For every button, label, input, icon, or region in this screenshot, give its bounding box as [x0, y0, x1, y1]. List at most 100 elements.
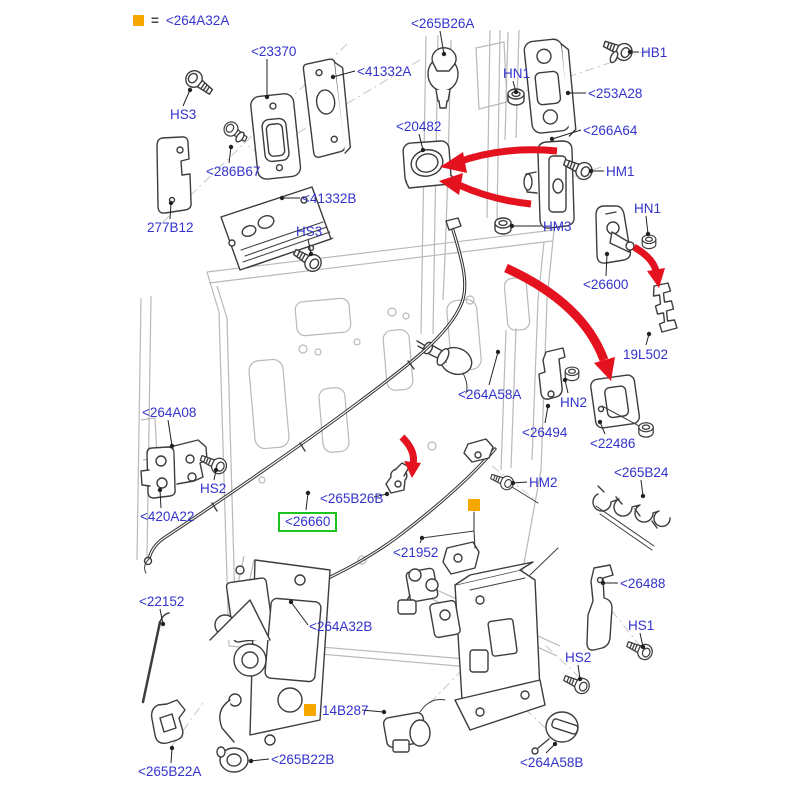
part-label-265b26b[interactable]: <265B26B	[320, 491, 384, 506]
part-label-hn1-a: HN1	[503, 66, 531, 81]
leader-lines	[157, 30, 652, 764]
part-lock-actuator-drawing	[429, 541, 559, 731]
legend-part-label[interactable]: <264A32A	[165, 13, 230, 28]
leader-dot-264a32b	[288, 599, 294, 605]
leader-dot-265b22a	[169, 745, 175, 751]
leader-dot-hs2-a	[213, 467, 219, 473]
leader-dot-hn1-b	[645, 231, 651, 237]
part-label-265b22a[interactable]: <265B22A	[138, 764, 202, 779]
leader-line-277b12	[169, 202, 172, 220]
part-label-20482[interactable]: <20482	[396, 119, 442, 134]
leader-dot-265b26b	[384, 491, 390, 497]
part-label-hs1: HS1	[628, 618, 655, 633]
leader-dot-hn2	[562, 377, 568, 383]
part-label-hs2-b: HS2	[565, 650, 592, 665]
leader-dot-hb1	[627, 49, 633, 55]
part-label-26494[interactable]: <26494	[522, 425, 568, 440]
part-label-hs2-a: HS2	[200, 481, 227, 496]
legend-marker-square	[133, 15, 144, 26]
leader-dot-277b12	[168, 200, 174, 206]
part-label-hn1-b: HN1	[634, 201, 662, 216]
leader-dot-hs2-b	[577, 676, 583, 682]
part-264a08-hinge-drawing	[140, 439, 208, 499]
leader-dot-253a28	[565, 90, 571, 96]
part-23370-drawing	[250, 93, 302, 180]
leader-line-22152	[159, 608, 164, 625]
part-266a64-drawing	[523, 140, 575, 229]
part-264a58b-knob-drawing	[531, 711, 579, 755]
part-label-26488[interactable]: <26488	[620, 576, 666, 591]
leader-dot-41332b	[279, 195, 285, 201]
part-label-264a08[interactable]: <264A08	[142, 405, 197, 420]
part-label-hn2: HN2	[560, 395, 588, 410]
red-routing-arrows	[399, 146, 665, 478]
part-label-26600[interactable]: <26600	[583, 277, 629, 292]
leader-dot-265b22b	[248, 758, 254, 764]
part-label-hm2: HM2	[529, 475, 558, 490]
leader-dot-264a58b	[552, 741, 558, 747]
leader-line-hm2	[512, 481, 528, 484]
part-label-265b22b[interactable]: <265B22B	[271, 752, 335, 767]
leader-line-26600	[605, 253, 608, 277]
leader-line-hs1	[639, 632, 644, 648]
part-label-420a22[interactable]: <420A22	[140, 509, 195, 524]
part-label-266a64[interactable]: <266A64	[583, 123, 638, 138]
part-label-41332a[interactable]: <41332A	[357, 64, 412, 79]
leader-dot-286b67	[228, 144, 234, 150]
part-label-hs3-a: HS3	[170, 107, 197, 122]
leader-dot-hs3-a	[187, 87, 193, 93]
part-265b26b-clip-drawing	[385, 462, 410, 494]
part-26600-drawing	[595, 205, 635, 264]
leader-line-265b22a	[170, 747, 173, 764]
part-41332a-drawing	[302, 58, 352, 158]
part-26494-drawing	[538, 347, 566, 400]
leader-dot-14b287	[381, 709, 387, 715]
part-label-264a58b[interactable]: <264A58B	[520, 755, 584, 770]
leader-line-265b24	[640, 479, 644, 497]
part-label-21952[interactable]: <21952	[393, 545, 439, 560]
leader-line-265b26a	[439, 30, 445, 55]
leader-dot-hm3	[509, 223, 515, 229]
part-label-14b287: 14B287	[322, 703, 369, 718]
part-label-hs3-b: HS3	[296, 224, 323, 239]
part-label-253a28[interactable]: <253A28	[588, 86, 643, 101]
part-label-hm1: HM1	[606, 164, 635, 179]
leader-dot-420a22	[157, 487, 163, 493]
leader-dot-265b24	[640, 493, 646, 499]
leader-line-264a08	[167, 419, 173, 447]
leader-line-hs3-b	[307, 238, 312, 255]
leader-dot-26494	[545, 403, 551, 409]
part-label-22486[interactable]: <22486	[590, 436, 636, 451]
leader-dot-hn1-a	[513, 89, 519, 95]
leader-dot-20482	[420, 147, 426, 153]
part-label-264a58a[interactable]: <264A58A	[458, 387, 522, 402]
leader-line-41332a	[332, 70, 356, 78]
part-253a28-drawing	[523, 38, 577, 137]
part-label-265b26a[interactable]: <265B26A	[411, 16, 475, 31]
part-label-22152[interactable]: <22152	[139, 594, 185, 609]
part-14b287-actuator-drawing	[382, 699, 446, 753]
leader-line-hs3-a	[182, 89, 191, 107]
part-label-26660[interactable]: <26660	[278, 512, 338, 532]
part-label-286b67[interactable]: <286B67	[206, 164, 261, 179]
leader-dot-19l502	[646, 331, 652, 337]
part-label-19l502: 19L502	[623, 347, 669, 362]
leader-line-hn2	[564, 379, 569, 394]
leader-dot-hs3-b	[308, 251, 314, 257]
part-26660-cable-drawing	[143, 217, 497, 590]
part-264a32b-latch-drawing	[141, 559, 331, 746]
leader-dot-22152	[160, 621, 166, 627]
leader-line-420a22	[159, 489, 162, 509]
part-label-41332b[interactable]: <41332B	[302, 191, 357, 206]
part-label-264a32b[interactable]: <264A32B	[309, 619, 373, 634]
part-label-23370[interactable]: <23370	[251, 44, 297, 59]
leader-dot-266a64	[549, 136, 555, 142]
leader-line-hn1-b	[645, 215, 649, 235]
part-label-265b24[interactable]: <265B24	[614, 465, 669, 480]
leader-dot-22486	[597, 419, 603, 425]
part-277b12-bracket-drawing	[156, 136, 192, 214]
legend: = <264A32A	[133, 13, 229, 28]
leader-line-20482	[418, 133, 424, 151]
